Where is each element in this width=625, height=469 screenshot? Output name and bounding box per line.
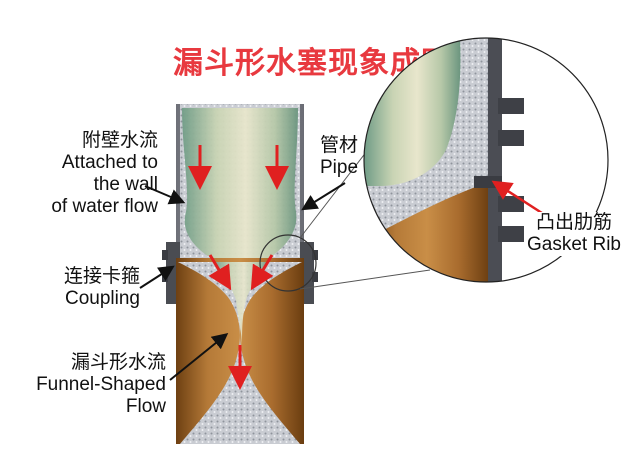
label-funnel-flow-en-1: Funnel-Shaped xyxy=(36,374,166,395)
label-gasket-rib-zh: 凸出肋筋 xyxy=(535,212,612,233)
label-pipe: 管材 Pipe xyxy=(320,135,358,179)
label-coupling: 连接卡箍 Coupling xyxy=(10,266,140,310)
label-attached-flow-en-1: Attached to xyxy=(61,152,158,173)
label-gasket-rib-en: Gasket Rib xyxy=(527,234,621,255)
callout-arrows xyxy=(139,182,346,381)
label-attached-flow-en-3: of water flow xyxy=(51,196,158,217)
label-funnel-flow-en-2: Flow xyxy=(125,396,166,417)
label-attached-flow-en-2: the wall xyxy=(93,174,158,195)
label-gasket-rib: 凸出肋筋 Gasket Rib xyxy=(524,212,624,256)
label-pipe-en: Pipe xyxy=(320,157,359,178)
label-attached-flow: 附壁水流 Attached to the wall of water flow xyxy=(10,130,158,218)
detail-zoom-outline xyxy=(363,37,609,283)
upper-pipe xyxy=(176,104,304,262)
label-funnel-flow-zh: 漏斗形水流 xyxy=(70,352,166,373)
label-funnel-flow: 漏斗形水流 Funnel-Shaped Flow xyxy=(10,352,166,418)
label-attached-flow-zh: 附壁水流 xyxy=(81,130,158,151)
flow-arrows xyxy=(188,145,546,390)
label-coupling-en: Coupling xyxy=(65,288,140,309)
label-coupling-zh: 连接卡箍 xyxy=(63,266,140,287)
label-pipe-zh: 管材 xyxy=(320,135,359,156)
attached-water xyxy=(182,108,298,262)
detail-highlight-circle xyxy=(259,234,317,292)
